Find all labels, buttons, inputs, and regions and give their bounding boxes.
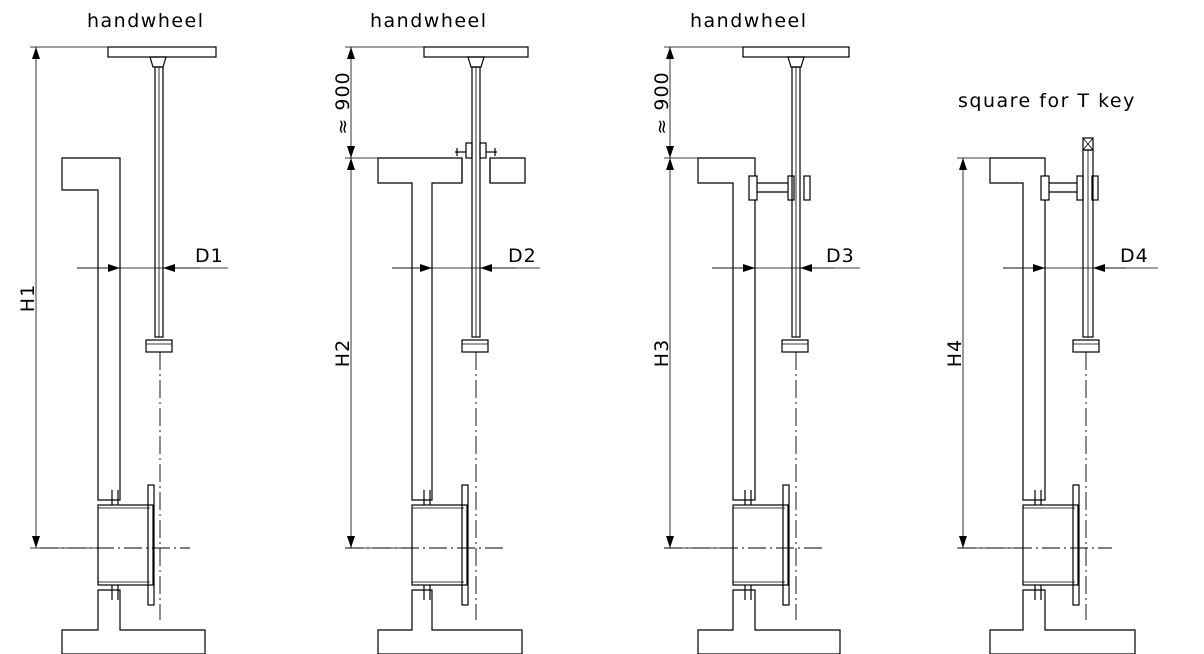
pipe-flange — [1022, 484, 1080, 606]
diameter-label: D1 — [195, 245, 224, 267]
gap-label: ≈ 900 — [651, 71, 673, 134]
top-label: handwheel — [370, 10, 488, 32]
variant-4: H4 D4 square for T key — [944, 90, 1158, 654]
wall-section — [989, 157, 1046, 501]
bottom-coupling — [1072, 339, 1100, 353]
wall-section — [377, 157, 463, 501]
gap-label: ≈ 900 — [332, 71, 354, 134]
floor-section — [61, 589, 206, 654]
wall-bracket — [748, 175, 811, 201]
bottom-coupling — [145, 339, 173, 353]
top-label: square for T key — [958, 90, 1136, 112]
variant-3: ≈ 900 H3 D3 handwheel — [651, 10, 860, 654]
height-label: H1 — [17, 284, 39, 312]
bottom-coupling — [461, 339, 489, 353]
slab-section — [489, 157, 526, 184]
pipe-flange — [97, 484, 155, 606]
square-key-head — [1082, 137, 1094, 151]
diameter-label: D4 — [1120, 245, 1149, 267]
variant-2: ≈ 900 H2 D2 handwheel — [332, 10, 540, 654]
diameter-label: D3 — [826, 245, 855, 267]
top-label: handwheel — [690, 10, 808, 32]
height-label: H2 — [332, 339, 354, 367]
variant-1: H1 D1 handwheel — [17, 10, 228, 654]
bottom-coupling — [781, 339, 809, 353]
pipe-flange — [411, 484, 469, 606]
floor-section — [697, 589, 841, 654]
height-label: H4 — [944, 339, 966, 367]
handwheel — [107, 46, 217, 58]
wall-bracket — [1040, 175, 1099, 201]
floor-section — [989, 589, 1136, 654]
handwheel — [423, 46, 529, 58]
top-label: handwheel — [87, 10, 205, 32]
floor-section — [377, 589, 523, 654]
wall-section — [697, 157, 756, 501]
wall-section — [61, 157, 121, 501]
diameter-label: D2 — [508, 245, 537, 267]
height-label: H3 — [651, 339, 673, 367]
pipe-flange — [732, 484, 790, 606]
handwheel — [742, 46, 850, 58]
